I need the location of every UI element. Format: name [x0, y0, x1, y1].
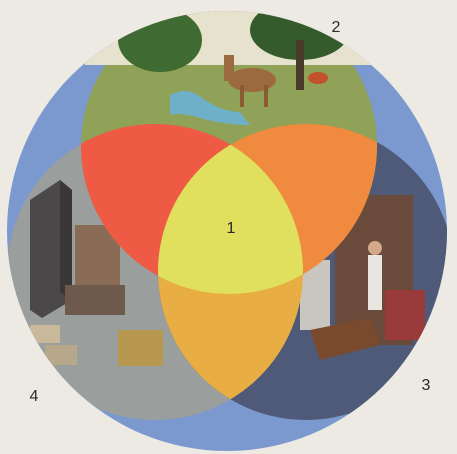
- fox-illustration: [308, 72, 328, 84]
- deer-illustration: [228, 68, 276, 92]
- label-top-right: 2: [332, 19, 341, 36]
- car-illustration: [30, 325, 60, 343]
- label-center: 1: [227, 220, 236, 237]
- label-bottom-right: 3: [422, 377, 431, 394]
- tree-illustration: [118, 8, 202, 72]
- label-bottom-left: 4: [30, 388, 39, 405]
- person-illustration: [368, 255, 382, 310]
- truck-illustration: [118, 330, 163, 366]
